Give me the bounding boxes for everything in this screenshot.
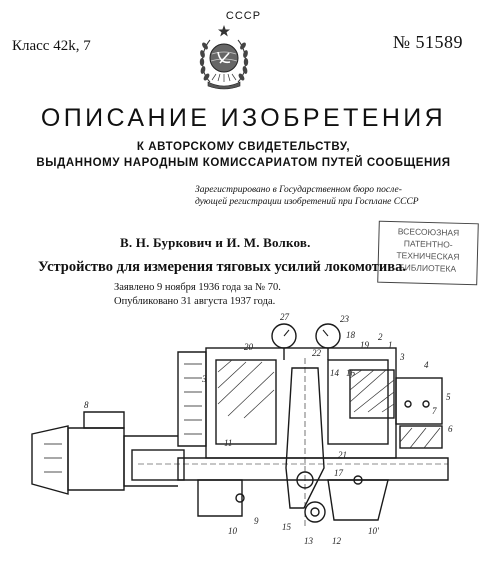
main-housing	[205, 347, 397, 459]
label-10: 10	[228, 526, 238, 536]
ussr-coat-of-arms-icon	[199, 25, 249, 90]
label-14: 14	[330, 368, 340, 378]
label-12: 12	[332, 536, 342, 546]
registration-note-line2: дующей регистрации изобретений при Госпл…	[195, 197, 419, 207]
publication-date: Опубликовано 31 августа 1937 года.	[114, 296, 276, 307]
registration-note: Зарегистрировано в Государственном бюро …	[195, 184, 445, 208]
label-4: 4	[424, 360, 429, 370]
coupler-head	[67, 427, 125, 491]
label-6: 6	[448, 424, 453, 434]
label-18: 18	[346, 330, 356, 340]
label-8: 8	[84, 400, 89, 410]
label-21: 21	[338, 450, 347, 460]
application-date: Заявлено 9 ноября 1936 года за № 70.	[114, 282, 281, 293]
label-27: 27	[280, 312, 290, 322]
label-19: 19	[360, 340, 370, 350]
label-15: 15	[282, 522, 292, 532]
authors: В. Н. Буркович и И. М. Волков.	[120, 235, 311, 250]
central-lever	[285, 367, 325, 509]
label-10b: 10'	[368, 526, 380, 536]
label-3b: 3	[201, 374, 207, 384]
class-label: Класс 42k, 7	[12, 38, 91, 54]
registration-note-line1: Зарегистрировано в Государственном бюро …	[195, 185, 402, 195]
label-1: 1	[388, 340, 393, 350]
patent-number: № 51589	[392, 32, 463, 52]
document-title: ОПИСАНИЕ ИЗОБРЕТЕНИЯ	[40, 104, 447, 132]
label-22: 22	[312, 348, 322, 358]
label-16: 16	[346, 368, 356, 378]
label-17: 17	[334, 468, 344, 478]
label-3: 3	[399, 352, 405, 362]
label-7: 7	[432, 406, 437, 416]
label-13: 13	[304, 536, 314, 546]
country-label: СССР	[225, 10, 262, 22]
document-subtitle-line2: ВЫДАННОМУ НАРОДНЫМ КОМИССАРИАТОМ ПУТЕЙ С…	[36, 157, 451, 169]
label-9: 9	[254, 516, 259, 526]
label-2: 2	[378, 332, 383, 342]
label-11: 11	[224, 438, 232, 448]
label-5: 5	[446, 392, 451, 402]
label-23: 23	[340, 314, 350, 324]
invention-title: Устройство для измерения тяговых усилий …	[38, 259, 406, 275]
technical-drawing: 27 23 20 22 18 19 2 1 3 3 4 5 7 6 8 14 1…	[31, 312, 453, 546]
label-20: 20	[244, 342, 254, 352]
document-subtitle-line1: К АВТОРСКОМУ СВИДЕТЕЛЬСТВУ,	[136, 141, 351, 153]
